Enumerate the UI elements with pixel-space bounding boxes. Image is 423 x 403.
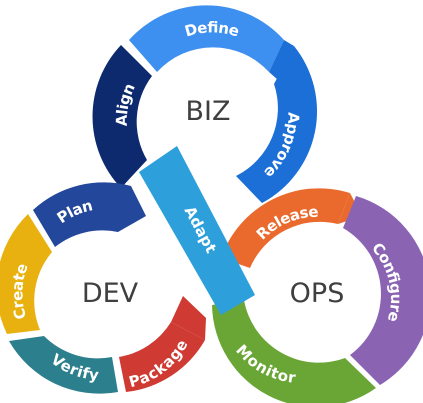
label-create: Create xyxy=(8,261,31,321)
hub-label-biz: BIZ xyxy=(186,96,231,127)
label-define: Define xyxy=(183,18,242,40)
hub-label-dev: DEV xyxy=(82,278,139,309)
segment-approve xyxy=(236,46,318,203)
segment-approve-arrow xyxy=(269,40,294,80)
segment-create xyxy=(0,214,52,334)
segment-monitor xyxy=(212,300,376,403)
segment-package-arrow xyxy=(171,296,206,340)
segment-configure xyxy=(343,196,423,385)
hub-label-ops: OPS xyxy=(290,278,345,309)
segment-define xyxy=(129,5,284,72)
segment-align xyxy=(92,45,152,188)
segment-package xyxy=(119,322,205,392)
segment-release xyxy=(221,188,350,268)
segment-verify xyxy=(9,336,118,394)
segment-adapt xyxy=(139,146,255,315)
segment-plan xyxy=(33,182,146,247)
